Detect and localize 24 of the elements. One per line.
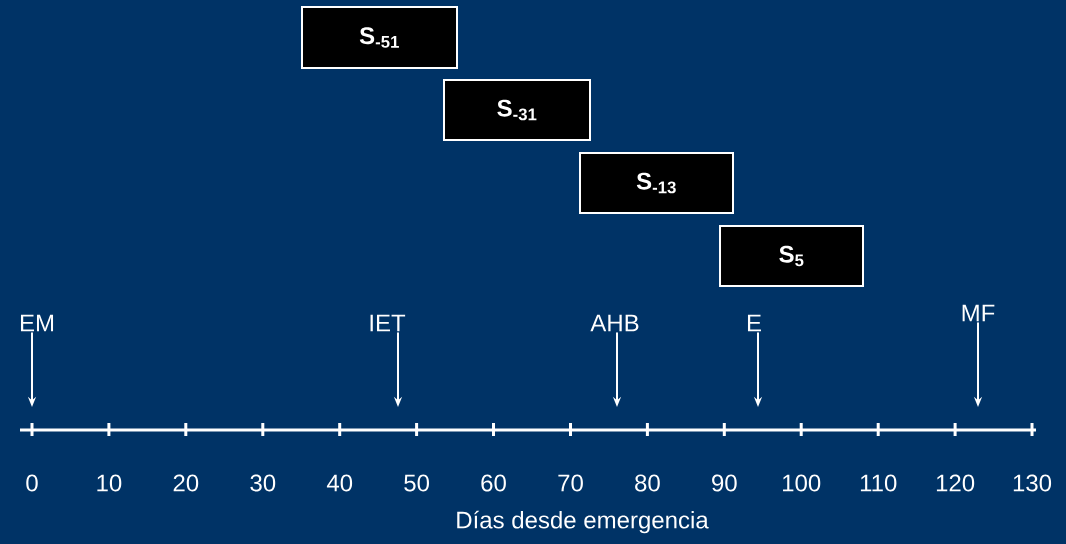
tick-label: 110 — [860, 474, 897, 492]
tick-label: 50 — [404, 474, 429, 492]
stage-label: AHB — [590, 314, 639, 332]
period-box: S$_{-13}$ — [579, 152, 734, 214]
tick-label: 90 — [712, 474, 737, 492]
tick-label: 100 — [783, 474, 821, 492]
tick-label: 70 — [558, 474, 583, 492]
tick-label: 20 — [173, 474, 199, 492]
period-box: S$_{-31}$ — [443, 79, 591, 141]
stage-label: EM — [21, 314, 54, 332]
stage-label: MF — [962, 304, 995, 322]
tick-label: 40 — [326, 474, 353, 492]
tick-label: 130 — [1013, 474, 1052, 492]
tick-label: 30 — [250, 474, 276, 492]
tick-label: 60 — [481, 474, 506, 492]
stage-label: E — [748, 314, 761, 332]
stage-label: IET — [370, 314, 406, 332]
tick-label: 0 — [26, 474, 38, 492]
tick-label: 80 — [635, 474, 660, 492]
tick-label: 120 — [936, 474, 975, 492]
tick-label: 10 — [97, 474, 122, 492]
period-box: S$_{5}$ — [719, 225, 864, 287]
axis-title: Días desde emergencia — [457, 510, 709, 534]
period-box: S$_{-51}$ — [301, 6, 458, 69]
